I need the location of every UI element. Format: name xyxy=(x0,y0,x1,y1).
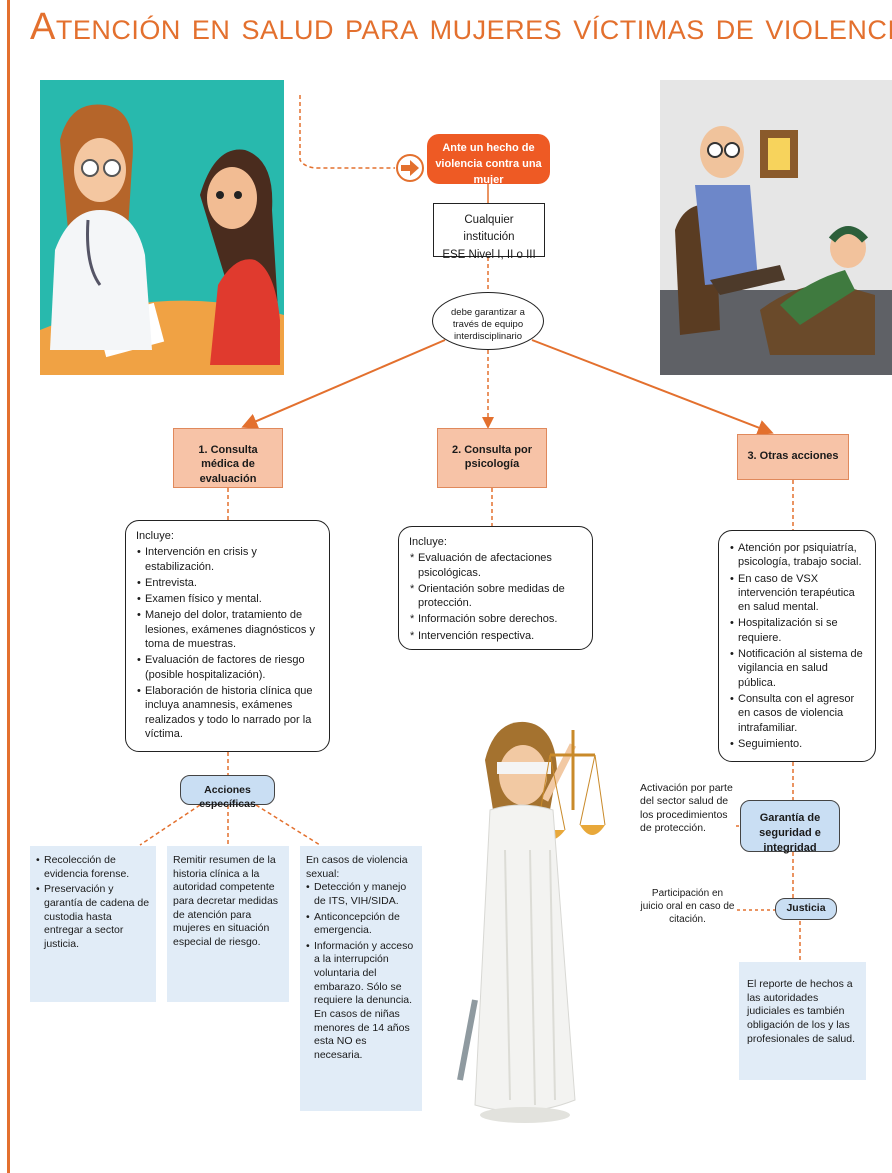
safety-integrity-pill: Garantía de seguridad e integridad xyxy=(740,800,840,854)
arrow-to-other xyxy=(531,339,774,436)
arrow-circle-icon xyxy=(396,154,424,182)
start-node: Ante un hecho de violencia contra una mu… xyxy=(427,134,550,186)
dashed-link-to-start xyxy=(299,95,395,169)
other-actions-box: Atención por psiquiatría, psicología, tr… xyxy=(718,530,876,762)
lady-justice-illustration xyxy=(455,700,625,1130)
list-item: En caso de VSX intervención terapéutica … xyxy=(730,572,865,615)
list-item: Anticoncepción de emergencia. xyxy=(306,911,416,938)
list-item: Información y acceso a la interrupción v… xyxy=(306,940,416,1063)
sexual-violence-list: Detección y manejo de ITS, VIH/SIDA. Ant… xyxy=(306,881,416,1062)
category-psychology: 2. Consulta por psicología xyxy=(437,428,547,488)
psychology-includes-box: Incluye: Evaluación de afectaciones psic… xyxy=(398,526,593,650)
list-item: Consulta con el agresor en casos de viol… xyxy=(730,692,865,735)
other-actions-list: Atención por psiquiatría, psicología, tr… xyxy=(729,541,865,751)
list-item: Evaluación de afectaciones psicológicas. xyxy=(410,551,582,580)
list-item: Entrevista. xyxy=(137,576,319,591)
justice-pill: Justicia xyxy=(775,898,837,920)
link-actions-forensic xyxy=(139,804,201,846)
link-actions-sexual xyxy=(255,804,321,846)
protection-activation-text: Activación por parte del sector salud de… xyxy=(640,782,736,864)
sexual-violence-box: En casos de violencia sexual: Detección … xyxy=(300,846,422,1111)
list-item: Intervención en crisis y estabilización. xyxy=(137,545,319,574)
interdisciplinary-ellipse: debe garantizar a través de equipo inter… xyxy=(432,292,544,350)
oral-trial-participation-text: Participación en juicio oral en caso de … xyxy=(640,888,735,936)
psychology-includes-heading: Incluye: xyxy=(409,536,447,548)
clinical-summary-box: Remitir resumen de la historia clínica a… xyxy=(167,846,289,1002)
institution-line1: Cualquier institución xyxy=(463,214,515,244)
list-item: Atención por psiquiatría, psicología, tr… xyxy=(730,541,865,570)
list-item: Examen físico y mental. xyxy=(137,592,319,607)
judicial-report-box: El reporte de hechos a las autoridades j… xyxy=(739,962,866,1080)
list-item: Evaluación de factores de riesgo (posibl… xyxy=(137,653,319,682)
doctor-consultation-illustration xyxy=(40,80,284,375)
list-item: Información sobre derechos. xyxy=(410,612,582,627)
institution-box: Cualquier institución ESE Nivel I, II o … xyxy=(433,203,545,261)
psychologist-session-illustration xyxy=(660,80,892,375)
list-item: Hospitalización si se requiere. xyxy=(730,616,865,645)
list-item: Seguimiento. xyxy=(730,737,865,752)
list-item: Detección y manejo de ITS, VIH/SIDA. xyxy=(306,881,416,908)
arrow-to-medical xyxy=(241,339,446,429)
specific-actions-pill: Acciones específicas xyxy=(180,775,275,810)
list-item: Intervención respectiva. xyxy=(410,629,582,644)
page-title: Atención en salud para mujeres víctimas … xyxy=(30,6,892,48)
list-item: Orientación sobre medidas de protección. xyxy=(410,582,582,611)
medical-includes-heading: Incluye: xyxy=(136,530,174,542)
list-item: Elaboración de historia clínica que incl… xyxy=(137,684,319,741)
medical-includes-list: Intervención en crisis y estabilización.… xyxy=(136,545,319,741)
psychology-includes-list: Evaluación de afectaciones psicológicas.… xyxy=(409,551,582,643)
list-item: Recolección de evidencia forense. xyxy=(36,854,150,881)
medical-includes-box: Incluye: Intervención en crisis y estabi… xyxy=(125,520,330,752)
list-item: Preservación y garantía de cadena de cus… xyxy=(36,883,150,951)
left-border-rule xyxy=(7,0,10,1173)
forensic-list: Recolección de evidencia forense. Preser… xyxy=(36,854,150,951)
list-item: Manejo del dolor, tratamiento de lesione… xyxy=(137,608,319,651)
sexual-violence-heading: En casos de violencia sexual: xyxy=(306,854,408,880)
list-item: Notificación al sistema de vigilancia en… xyxy=(730,647,865,690)
category-medical: 1. Consulta médica de evaluación xyxy=(173,428,283,488)
forensic-box: Recolección de evidencia forense. Preser… xyxy=(30,846,156,1002)
category-other-actions: 3. Otras acciones xyxy=(737,434,849,480)
institution-line2: ESE Nivel I, II o III xyxy=(442,248,536,261)
